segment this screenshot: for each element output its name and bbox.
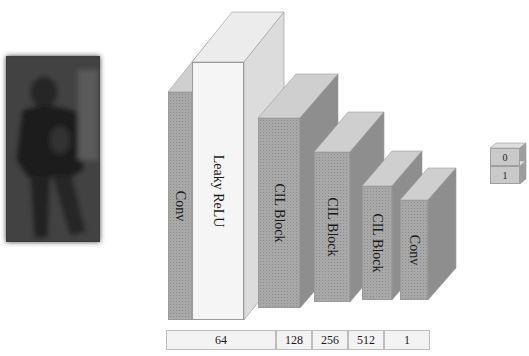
layer-label: CIL Block [324, 198, 340, 257]
layer-label: CIL Block [271, 184, 287, 243]
layer-slab: Conv [168, 92, 192, 320]
layer-label: Conv [172, 191, 188, 221]
channel-count: 128 [285, 333, 303, 347]
output-side-face [520, 161, 526, 184]
table-cell: 1 [384, 330, 430, 350]
table-cell: 128 [276, 330, 312, 350]
output-box: 1 [490, 166, 520, 184]
layer-slab: Conv [400, 200, 428, 300]
layer-label: Leaky ReLU [210, 155, 226, 228]
channel-count: 64 [215, 333, 227, 347]
layer-slab: CIL Block [314, 152, 350, 302]
table-cell: 256 [312, 330, 348, 350]
layer-label: CIL Block [369, 214, 385, 273]
output-box: 0 [490, 148, 520, 166]
layer-label: Conv [406, 235, 422, 265]
output-value: 1 [491, 170, 519, 181]
channel-count: 512 [357, 333, 375, 347]
input-photo [6, 56, 100, 242]
table-cell: 512 [348, 330, 384, 350]
layer-slab: Leaky ReLU [192, 62, 244, 320]
channel-count: 256 [321, 333, 339, 347]
channel-count: 1 [404, 333, 410, 347]
layer-slab: CIL Block [362, 186, 392, 300]
output-value: 0 [491, 152, 519, 163]
table-cell: 64 [166, 330, 276, 350]
layer-slab: CIL Block [258, 118, 300, 308]
slab-side-face [428, 168, 456, 300]
